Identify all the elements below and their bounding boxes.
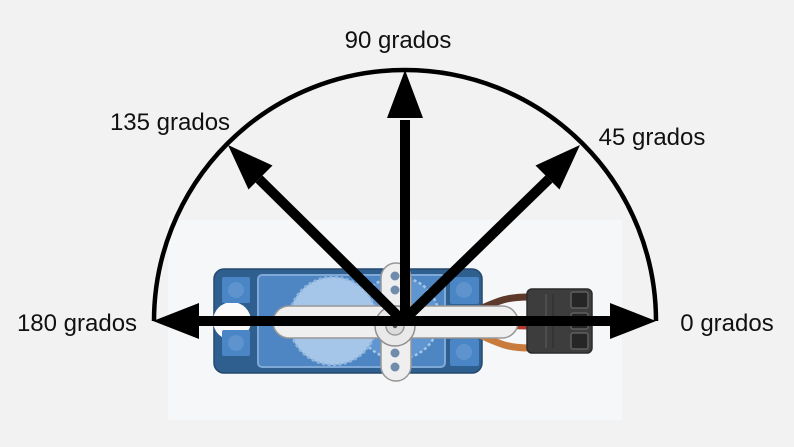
servo-left-screw-hole-top <box>228 282 244 298</box>
servo-horn-hole <box>390 285 400 295</box>
arrow-45-degrees <box>399 145 580 325</box>
arrow-180-degrees <box>153 303 403 339</box>
angle-arrows <box>153 70 656 339</box>
connector-pin-top <box>570 291 589 309</box>
connector-pin-bottom <box>570 332 589 350</box>
servo-horn-hole <box>390 362 400 372</box>
servo-right-screw-hole-top <box>456 282 472 298</box>
label-180-degrees: 180 grados <box>17 310 137 337</box>
label-0-degrees: 0 grados <box>680 310 773 337</box>
servo-horn-hole <box>390 348 400 358</box>
arrow-90-degrees <box>387 70 423 321</box>
label-90-degrees: 90 grados <box>345 27 452 54</box>
label-45-degrees: 45 grados <box>599 124 706 151</box>
servo-right-screw-hole-bottom <box>456 344 472 360</box>
arrow-135-degrees <box>228 145 407 325</box>
label-135-degrees: 135 grados <box>110 109 230 136</box>
arrow-0-degrees <box>403 303 656 339</box>
servo-left-screw-hole-bottom <box>228 335 244 351</box>
servo-horn-hole <box>390 271 400 281</box>
